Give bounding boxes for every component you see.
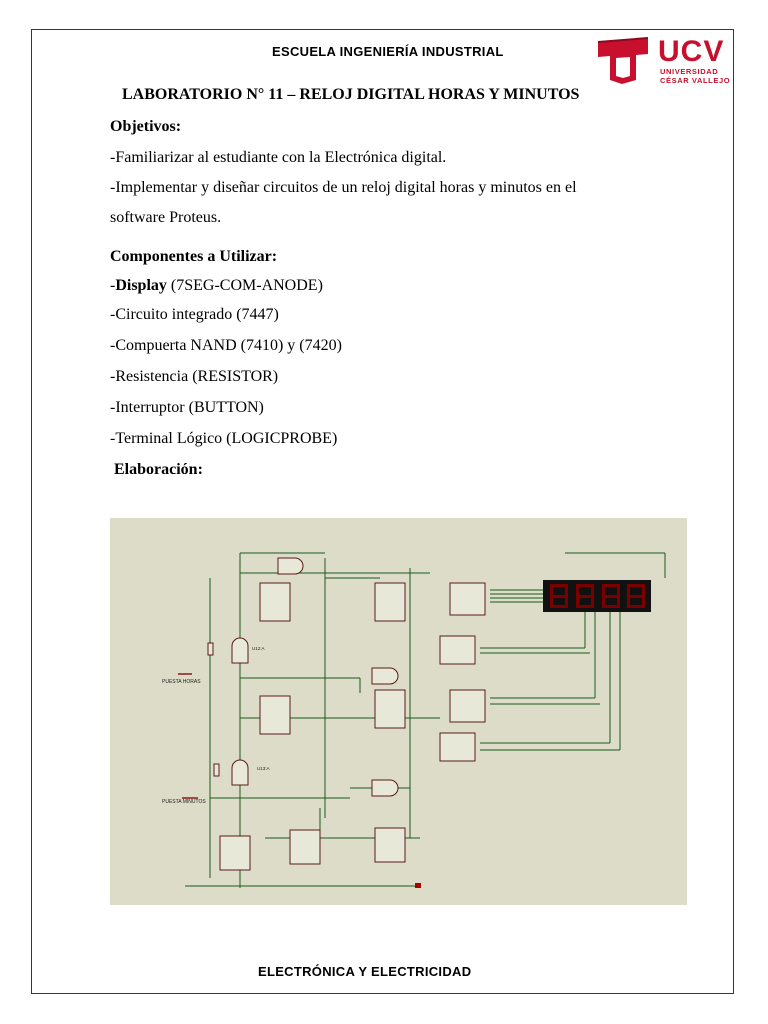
display-rest: (7SEG-COM-ANODE) <box>166 277 323 294</box>
component-item: -Terminal Lógico (LOGICPROBE) <box>110 430 338 447</box>
page-footer: ELECTRÓNICA Y ELECTRICIDAD <box>258 964 472 979</box>
button-label-hours: PUESTA HORAS <box>162 679 201 685</box>
ucv-shield-icon <box>597 37 649 84</box>
gate-label: U13:A <box>257 766 270 771</box>
ucv-logo: UCV UNIVERSIDAD CÉSAR VALLEJO <box>596 36 736 86</box>
logo-line-1: UNIVERSIDAD <box>660 67 719 76</box>
components-heading: Componentes a Utilizar: <box>110 248 278 265</box>
display-prefix: - <box>110 277 116 294</box>
component-item: -Compuerta NAND (7410) y (7420) <box>110 337 342 354</box>
display-bold: Display <box>115 277 167 294</box>
logo-acronym: UCV <box>658 35 725 68</box>
logic-probe-icon <box>415 883 421 888</box>
component-item: -Circuito integrado (7447) <box>110 306 279 323</box>
circuit-schematic: PUESTA HORAS PUESTA MINUTOS U12:A U13:A <box>110 518 687 905</box>
button-label-minutes: PUESTA MINUTOS <box>162 799 206 805</box>
lab-title: LABORATORIO N° 11 – RELOJ DIGITAL HORAS … <box>122 86 580 103</box>
objective-item: -Familiarizar al estudiante con la Elect… <box>110 149 447 166</box>
page-border <box>31 29 734 994</box>
component-display: -Display (7SEG-COM-ANODE) <box>110 277 323 295</box>
component-item: -Resistencia (RESISTOR) <box>110 368 279 385</box>
elaboration-heading: Elaboración: <box>114 461 203 478</box>
school-header: ESCUELA INGENIERÍA INDUSTRIAL <box>272 44 504 59</box>
logo-line-2: CÉSAR VALLEJO <box>660 76 731 85</box>
objective-item: -Implementar y diseñar circuitos de un r… <box>110 179 577 196</box>
schematic-drawing: PUESTA HORAS PUESTA MINUTOS U12:A U13:A <box>162 552 666 888</box>
component-item: -Interruptor (BUTTON) <box>110 399 264 416</box>
gate-label: U12:A <box>252 646 265 651</box>
objective-item: software Proteus. <box>110 209 222 226</box>
objectives-heading: Objetivos: <box>110 118 182 135</box>
seven-segment-display <box>543 580 651 612</box>
